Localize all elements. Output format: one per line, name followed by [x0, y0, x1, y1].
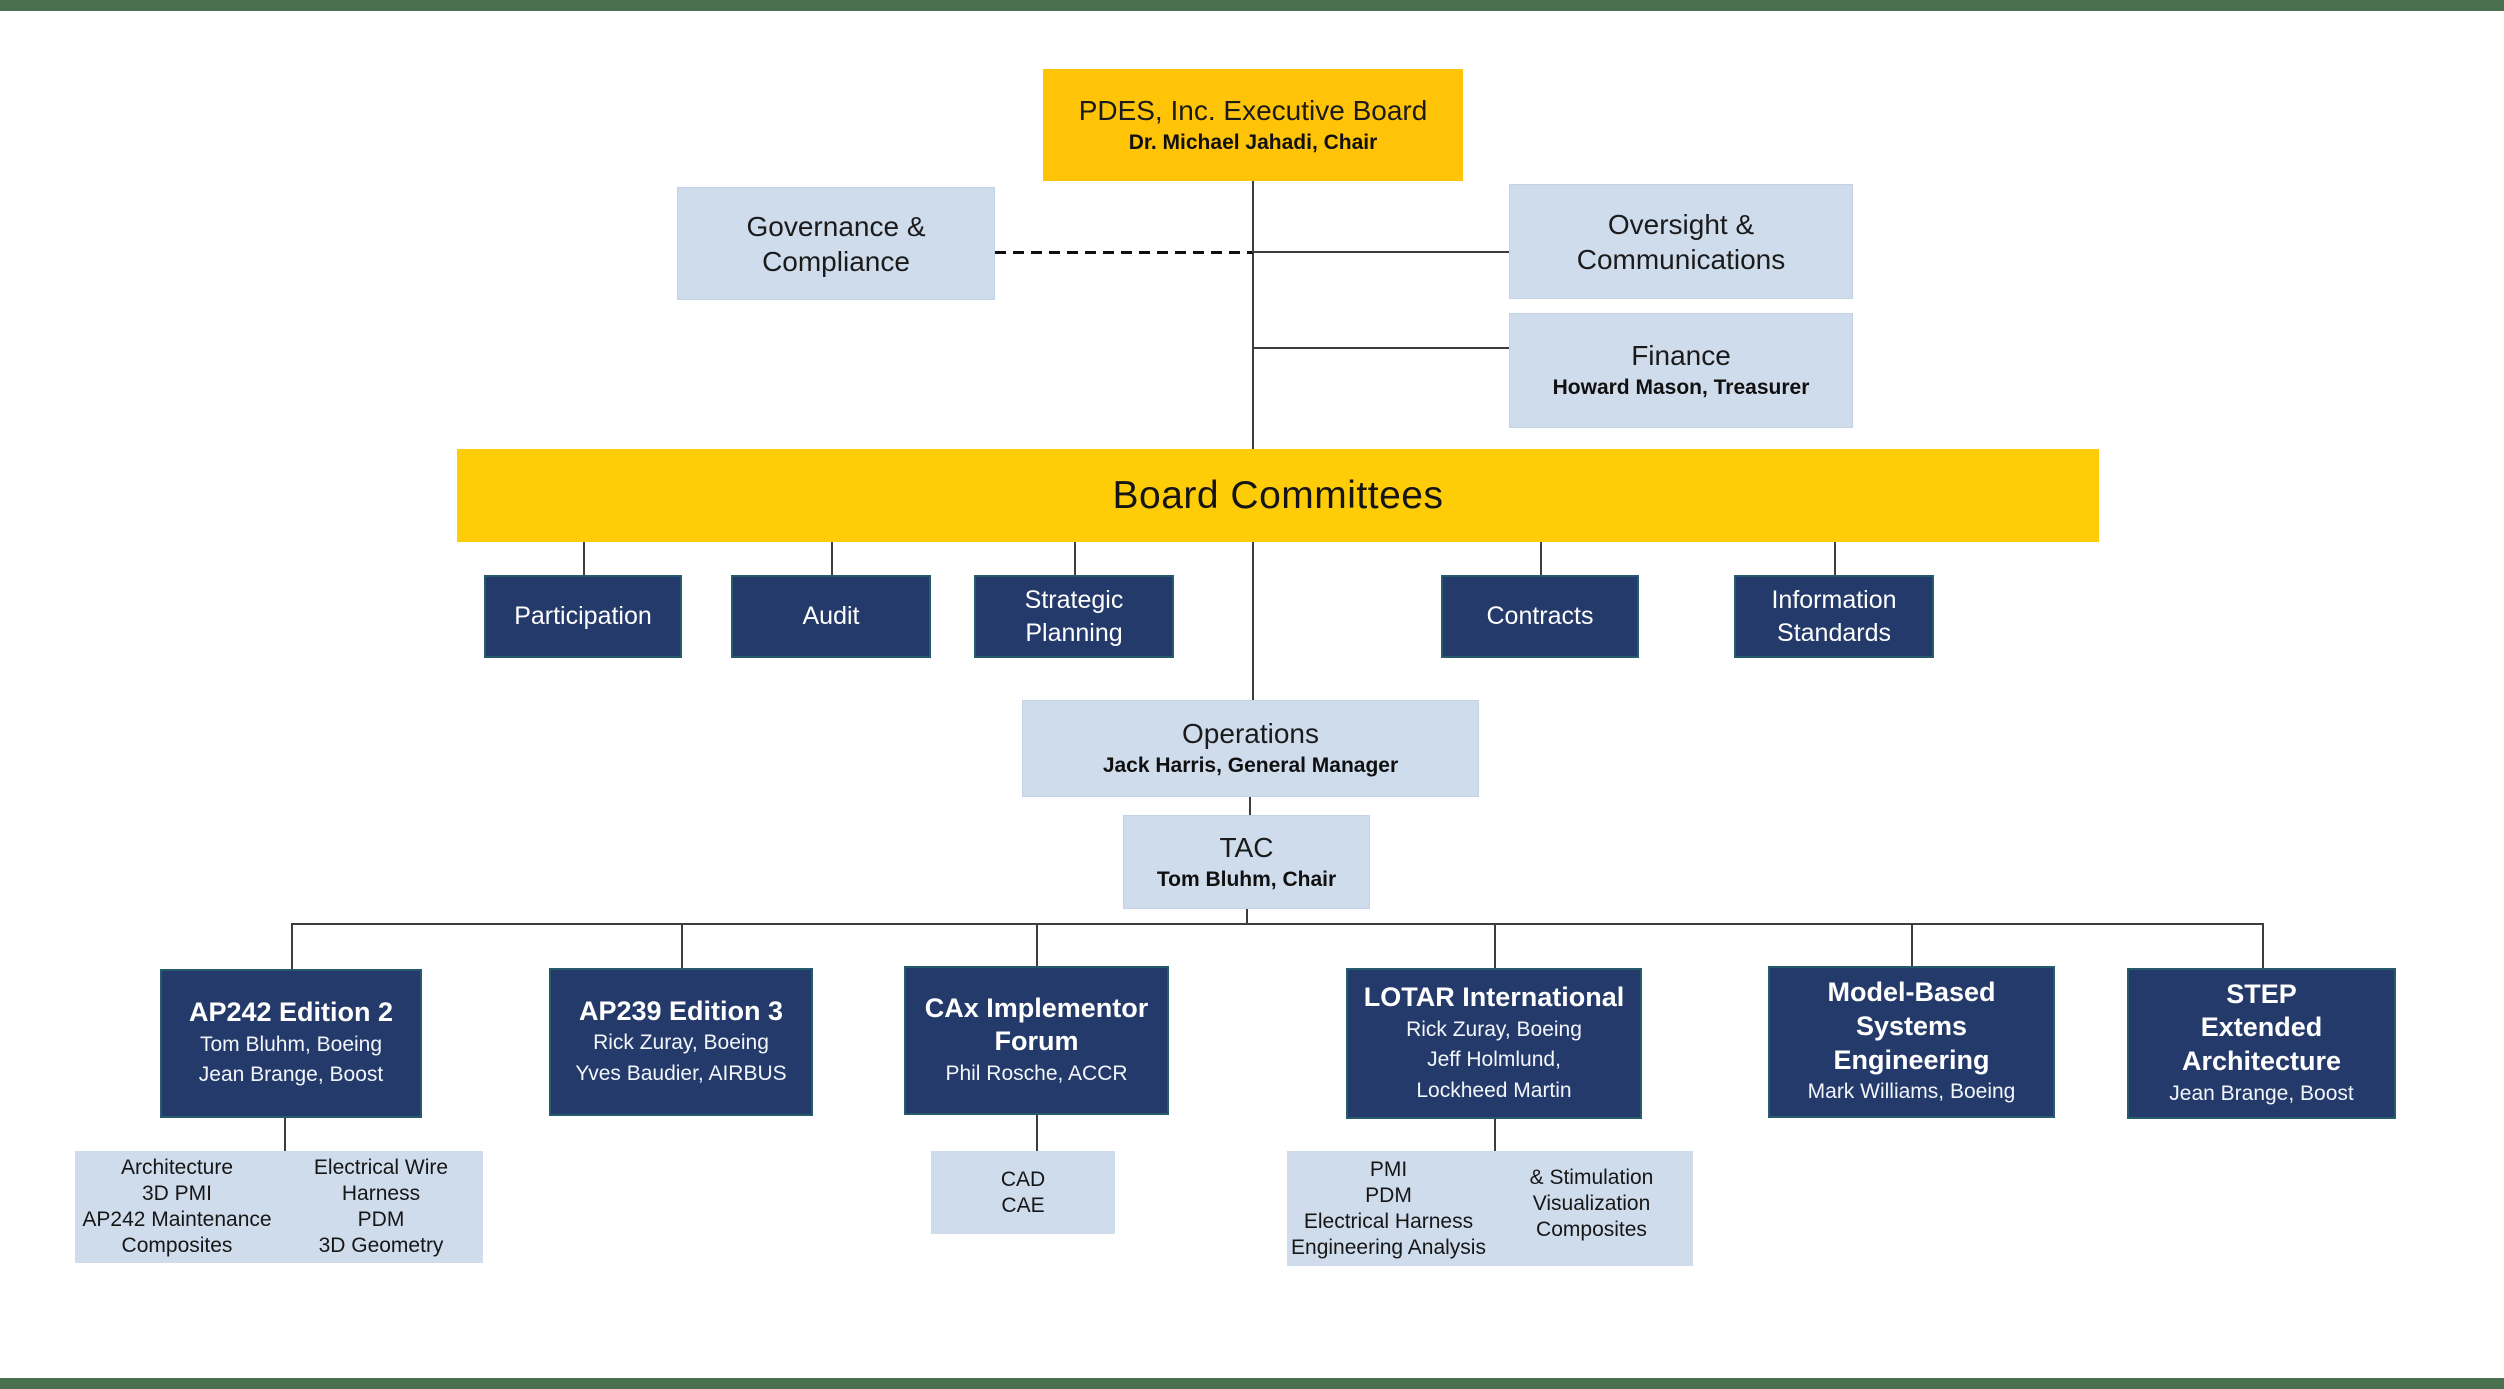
node-contracts: Contracts	[1441, 575, 1639, 658]
workgroup-item: Composites	[1536, 1218, 1647, 1241]
ap242-workgroups-right-column: Electrical Wire Harness PDM 3D Geometry	[279, 1151, 483, 1263]
bottom-green-bar	[0, 1378, 2504, 1389]
top-green-bar	[0, 0, 2504, 11]
workgroup-item: Visualization	[1532, 1192, 1651, 1215]
finance-treasurer: Howard Mason, Treasurer	[1552, 376, 1810, 400]
lotar-workgroups-right-column: & Stimulation Visualization Composites	[1490, 1151, 1693, 1266]
lotar-lead-2: Jeff Holmlund, Lockheed Martin	[1416, 1048, 1572, 1102]
finance-title: Finance	[1631, 340, 1731, 372]
connector-cax-to-sublist	[1036, 1115, 1038, 1152]
connector-drop-audit	[831, 541, 833, 576]
node-information-standards: Information Standards	[1734, 575, 1934, 658]
node-model-based-systems-engineering: Model-Based Systems Engineering Mark Wil…	[1768, 966, 2055, 1118]
connector-governance-dashed	[995, 251, 1253, 254]
ap242-lead-1: Tom Bluhm, Boeing	[199, 1032, 383, 1056]
workgroup-item: 3D PMI	[141, 1182, 212, 1205]
connector-drop-lotar	[1494, 923, 1496, 969]
mbse-lead-1: Mark Williams, Boeing	[1807, 1080, 2016, 1104]
ap239-title: AP239 Edition 3	[578, 995, 784, 1026]
connector-drop-mbse	[1911, 923, 1913, 967]
ap242-lead-2: Jean Brange, Boost	[198, 1063, 384, 1087]
ap239-lead-2: Yves Baudier, AIRBUS	[575, 1061, 787, 1085]
node-ap239-edition-3: AP239 Edition 3 Rick Zuray, Boeing Yves …	[549, 968, 813, 1116]
workgroup-item: Electrical Wire	[313, 1156, 449, 1179]
connector-trunk-horizontal	[291, 923, 2262, 925]
node-strategic-planning: Strategic Planning	[974, 575, 1174, 658]
connector-to-finance	[1252, 347, 1510, 349]
workgroup-item: PDM	[1365, 1183, 1412, 1207]
audit-label: Audit	[802, 602, 860, 631]
node-audit: Audit	[731, 575, 931, 658]
governance-title: Governance & Compliance	[746, 210, 926, 277]
connector-drop-ap239	[681, 923, 683, 969]
ap242-workgroups-left-column: Architecture 3D PMI AP242 Maintenance Co…	[75, 1151, 279, 1263]
node-executive-board: PDES, Inc. Executive Board Dr. Michael J…	[1043, 69, 1463, 181]
workgroup-item: Harness	[341, 1182, 421, 1205]
workgroup-item: & Stimulation	[1529, 1166, 1654, 1189]
lotar-lead-1: Rick Zuray, Boeing	[1406, 1017, 1582, 1041]
workgroup-item: Architecture	[120, 1156, 234, 1179]
step-lead-1: Jean Brange, Boost	[2169, 1081, 2354, 1105]
node-lotar-international: LOTAR International Rick Zuray, Boeing J…	[1346, 968, 1642, 1119]
connector-to-oversight	[1252, 251, 1510, 253]
workgroup-item: CAE	[1001, 1193, 1045, 1217]
connector-tac-to-trunk	[1246, 909, 1248, 925]
node-ap242-edition-2: AP242 Edition 2 Tom Bluhm, Boeing Jean B…	[160, 969, 422, 1118]
cax-workgroups-box: CAD CAE	[931, 1151, 1115, 1234]
operations-manager: Jack Harris, General Manager	[1102, 754, 1399, 778]
workgroup-item: PDM	[357, 1208, 405, 1231]
step-title: STEP Extended Architecture	[2181, 978, 2342, 1077]
contracts-label: Contracts	[1486, 602, 1594, 631]
node-oversight-communications: Oversight & Communications	[1509, 184, 1853, 299]
information-standards-label: Information Standards	[1771, 586, 1897, 647]
workgroup-item: Composites	[121, 1234, 233, 1257]
workgroup-item: Engineering Analysis	[1291, 1235, 1486, 1259]
connector-lotar-to-sublist	[1494, 1119, 1496, 1152]
connector-operations-to-tac	[1249, 797, 1251, 816]
participation-label: Participation	[514, 602, 652, 631]
connector-drop-ap242	[291, 923, 293, 970]
connector-ap242-to-sublist	[284, 1118, 286, 1152]
connector-exec-to-board	[1252, 181, 1254, 449]
workgroup-item: PMI	[1369, 1157, 1408, 1181]
workgroup-item: 3D Geometry	[318, 1234, 444, 1257]
connector-drop-infostd	[1834, 541, 1836, 576]
workgroup-item: AP242 Maintenance	[82, 1208, 272, 1231]
node-governance-compliance: Governance & Compliance	[677, 187, 995, 300]
tac-title: TAC	[1219, 831, 1274, 863]
node-cax-implementor-forum: CAx Implementor Forum Phil Rosche, ACCR	[904, 966, 1169, 1115]
executive-board-title: PDES, Inc. Executive Board	[1078, 94, 1428, 126]
executive-board-chair: Dr. Michael Jahadi, Chair	[1128, 130, 1378, 154]
mbse-title: Model-Based Systems Engineering	[1827, 977, 1996, 1075]
cax-title: CAx Implementor Forum	[924, 992, 1149, 1057]
node-tac: TAC Tom Bluhm, Chair	[1123, 815, 1370, 909]
node-finance: Finance Howard Mason, Treasurer	[1509, 313, 1853, 428]
node-operations: Operations Jack Harris, General Manager	[1022, 700, 1479, 797]
node-board-committees: Board Committees	[457, 449, 2099, 542]
connector-drop-cax	[1036, 923, 1038, 967]
lotar-workgroups-left-column: PMI PDM Electrical Harness Engineering A…	[1287, 1151, 1490, 1266]
oversight-title: Oversight & Communications	[1576, 208, 1786, 275]
workgroup-item: Electrical Harness	[1303, 1209, 1474, 1233]
tac-chair: Tom Bluhm, Chair	[1156, 867, 1337, 891]
board-committees-title: Board Committees	[1112, 473, 1444, 517]
operations-title: Operations	[1182, 718, 1319, 750]
node-step-extended-architecture: STEP Extended Architecture Jean Brange, …	[2127, 968, 2396, 1119]
strategic-planning-label: Strategic Planning	[1024, 586, 1124, 647]
lotar-workgroups-box: PMI PDM Electrical Harness Engineering A…	[1287, 1151, 1693, 1266]
connector-board-to-operations	[1252, 541, 1254, 701]
ap242-workgroups-box: Architecture 3D PMI AP242 Maintenance Co…	[75, 1151, 483, 1263]
connector-drop-step	[2262, 923, 2264, 969]
lotar-title: LOTAR International	[1363, 981, 1625, 1012]
ap239-lead-1: Rick Zuray, Boeing	[593, 1031, 769, 1055]
node-participation: Participation	[484, 575, 682, 658]
connector-drop-strategic	[1074, 541, 1076, 576]
workgroup-item: CAD	[1000, 1167, 1046, 1191]
ap242-title: AP242 Edition 2	[188, 997, 394, 1028]
connector-drop-participation	[583, 541, 585, 576]
connector-drop-contracts	[1540, 541, 1542, 576]
cax-lead-1: Phil Rosche, ACCR	[945, 1062, 1128, 1086]
